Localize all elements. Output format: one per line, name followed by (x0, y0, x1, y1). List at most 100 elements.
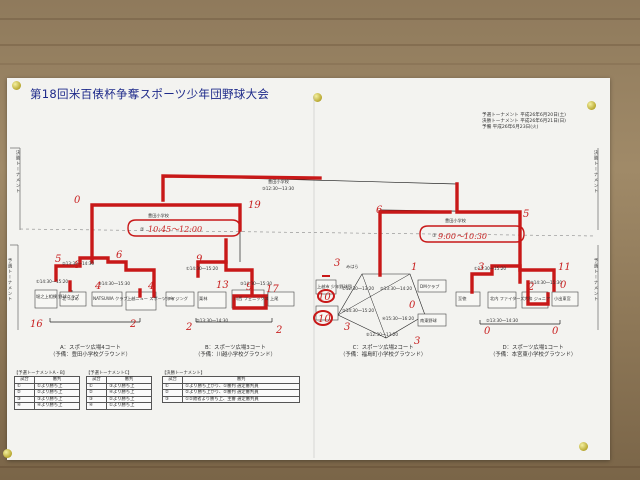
score-c-c: 10 (318, 314, 331, 325)
umpire-table-ab-caption: 【予選トーナメントA・B】 (14, 371, 68, 376)
block-a-time-3: ③14:30〜15:30 (98, 281, 130, 286)
pin-top-right (587, 101, 596, 110)
score-final-top-right: 19 (248, 200, 261, 211)
final-left-time: 10:45〜12:00 (148, 225, 202, 234)
block-a-venue-alt: （予備：豊田小学校グラウンド） (50, 352, 131, 358)
block-d-time-1: ①14:30〜15:20 (474, 266, 506, 271)
table-cell: ①②敗者より勝ち上、主審 選定審判員 (182, 395, 300, 403)
score-d-mid-r: 0 (560, 280, 567, 291)
score-b-sf-r: 17 (266, 284, 279, 295)
pin-bottom-right (579, 442, 588, 451)
score-a-sf-l: 6 (116, 250, 123, 261)
block-b-team-1: ライジング (167, 295, 188, 302)
block-d-team-4: 小出東宮 (554, 295, 571, 302)
pin-top-center (313, 93, 322, 102)
page-title: 第18回米百俵杯争奪スポーツ少年団野球大会 (30, 87, 270, 101)
block-d-venue: D：スポーツ広場1コート （予備：本宮東小学校グラウンド） (490, 345, 576, 359)
block-c-venue-alt: （予備：福島町小学校グラウンド） (340, 352, 427, 358)
score-a-r1a-r: 8 (74, 260, 80, 271)
block-c-venue: C：スポーツ広場2コート （予備：福島町小学校グラウンド） (340, 345, 426, 359)
score-b-r1a-l: 9 (196, 254, 203, 265)
score-d-bot-r: 0 (552, 326, 559, 337)
schedule-line: 予備 平成26年6月23日(火) (482, 125, 539, 130)
score-a-r1a-l: 5 (55, 254, 61, 265)
block-b-time-2: ②13:30〜14:30 (196, 318, 228, 323)
block-a-venue: A：スポーツ広場4コート （予備：豊田小学校グラウンド） (50, 345, 131, 359)
block-a-team-1: 堀之上相撲 野球クラブ (36, 293, 80, 300)
block-d-team-1: 至徳 (458, 295, 467, 302)
block-c-team-4: 南東野球 (420, 317, 438, 324)
score-c-e: 0 (409, 300, 416, 311)
final-left-slot: ② (140, 227, 145, 233)
block-a-time-1: ①14:30〜15:20 (36, 279, 68, 284)
block-a-team-2: 北つばめ (62, 295, 79, 302)
block-c-time-4: ④15:30〜16:20 (382, 316, 414, 321)
score-d-sf-r: 11 (558, 262, 571, 273)
umpire-table-final-caption: 【決勝トーナメント】 (162, 371, 205, 376)
block-c-team-3: 上越市 少年野球団 (317, 283, 352, 290)
final-top-venue: 豊田小学校 (268, 178, 290, 185)
score-a-bot-l: 16 (30, 319, 43, 330)
block-d-time-3: ③14:30〜15:30 (530, 280, 562, 285)
schedule-info: 予選トーナメント 平成26年6月20日(土) 決勝トーナメント 平成26年6月2… (482, 113, 566, 131)
block-d-team-2: 北内 ファイターズ (490, 295, 524, 302)
score-final-top-left: 0 (74, 195, 81, 206)
block-a-team-3: NATSUWA クラブ (93, 295, 128, 302)
block-c-time-2: ②13:30〜14:20 (380, 286, 412, 291)
table-cell: ③ (161, 395, 184, 403)
table-cell: ④より勝ち上 (34, 402, 80, 410)
score-a-r1b-l: 4 (94, 281, 101, 292)
score-d-r1b-l: 2 (527, 282, 534, 293)
block-b-venue: B：スポーツ広場3コート （予備：川越小学校グラウンド） (195, 345, 276, 359)
umpire-table-c-caption: 【予選トーナメントC】 (86, 371, 132, 376)
block-c-team-1: みはら (346, 264, 359, 270)
score-a-r1b-r: 4 (147, 281, 154, 292)
block-d-venue-name: D：スポーツ広場1コート (502, 345, 564, 351)
score-a-bot-r: 2 (129, 319, 136, 330)
final-right-slot: ① (432, 233, 437, 239)
final-right-venue: 豊田小学校 (445, 217, 467, 224)
schedule-line: 予選トーナメント 平成26年6月20日(土) (482, 113, 566, 118)
score-d-bot-l: 0 (484, 326, 491, 337)
side-label-final-right: 決勝トーナメント (593, 150, 598, 194)
block-b-venue-name: B：スポーツ広場3コート (204, 345, 266, 351)
block-b-team-3: 川西 フェニックス (234, 296, 269, 302)
block-c-time-3: ③14:30〜15:20 (342, 308, 374, 313)
block-c-time-5: ⑤12:30〜13:20 (366, 332, 398, 337)
block-c-time-1: ①12:30〜13:20 (342, 286, 374, 291)
table-cell: ④ (85, 402, 108, 410)
block-d-venue-alt: （予備：本宮東小学校グラウンド） (490, 352, 577, 358)
score-b-bot-r: 2 (275, 325, 282, 336)
score-b-r1b-r: 9 (246, 282, 253, 293)
schedule-line: 決勝トーナメント 平成26年6月21日(日) (482, 119, 566, 124)
side-label-prelim-left: 予選トーナメント (7, 258, 12, 302)
score-b-r1b-l: 13 (216, 280, 229, 291)
pin-bottom-left (3, 449, 12, 458)
score-c-g: 3 (414, 336, 420, 347)
final-right-time: 9:00〜10:30 (438, 232, 487, 241)
score-c-b: 1 (411, 262, 417, 273)
block-b-time-3: ③14:30〜15:30 (240, 281, 272, 286)
final-top-time: ③12:30〜13:30 (262, 186, 294, 191)
score-c-a: 3 (334, 258, 340, 269)
score-d-r1a-l: 3 (478, 262, 484, 273)
side-label-prelim-right: 予選トーナメント (593, 258, 598, 302)
score-semi-right-b: 5 (523, 209, 529, 220)
pin-top-left (12, 81, 21, 90)
block-a-team-4: 上越ニュー スポーツ少年 (127, 295, 174, 302)
final-left-venue: 豊田小学校 (148, 212, 170, 219)
block-c-venue-name: C：スポーツ広場2コート (352, 345, 414, 351)
side-label-final-left: 決勝トーナメント (15, 150, 20, 194)
block-b-venue-alt: （予備：川越小学校グラウンド） (195, 352, 276, 358)
block-a-venue-name: A：スポーツ広場4コート (59, 345, 121, 351)
block-a-time-2: ②13:30〜14:30 (62, 261, 94, 266)
score-c-d: 3 (344, 322, 350, 333)
block-d-team-3: 大和 ジュニア (524, 295, 550, 302)
